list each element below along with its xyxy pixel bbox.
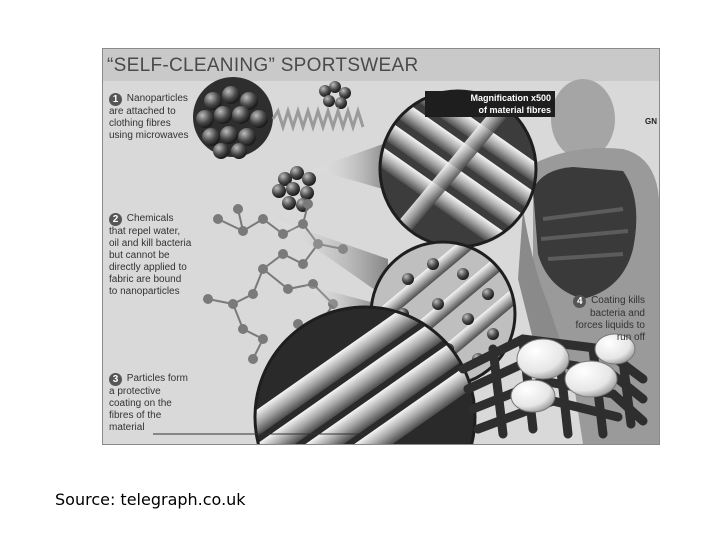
nanoparticle-cluster-small (272, 81, 351, 212)
sportswear-infographic: “SELF-CLEANING” SPORTSWEAR Magnification… (102, 48, 660, 445)
woven-fabric-with-droplets (463, 334, 643, 434)
microwave-wave (273, 111, 363, 127)
infographic-title: “SELF-CLEANING” SPORTSWEAR (107, 55, 419, 77)
step-number-badge: 3 (109, 373, 122, 386)
corner-mark: GN (645, 117, 657, 126)
step-2-text: 2 Chemicals that repel water, oil and ki… (109, 213, 191, 298)
magnification-label: Magnification x500 of material fibres (425, 91, 555, 117)
beam-arrow (313, 144, 383, 189)
step-4-text: 4 Coating kills bacteria and forces liqu… (559, 295, 645, 344)
step-3-text: 3 Particles form a protective coating on… (109, 373, 188, 434)
step-1-text: 1 Nanoparticles are attached to clothing… (109, 93, 188, 142)
step-number-badge: 2 (109, 213, 122, 226)
nanoparticle-cluster-large (193, 77, 273, 159)
step-number-badge: 1 (109, 93, 122, 106)
source-caption: Source: telegraph.co.uk (55, 490, 246, 509)
step-number-badge: 4 (573, 295, 586, 308)
